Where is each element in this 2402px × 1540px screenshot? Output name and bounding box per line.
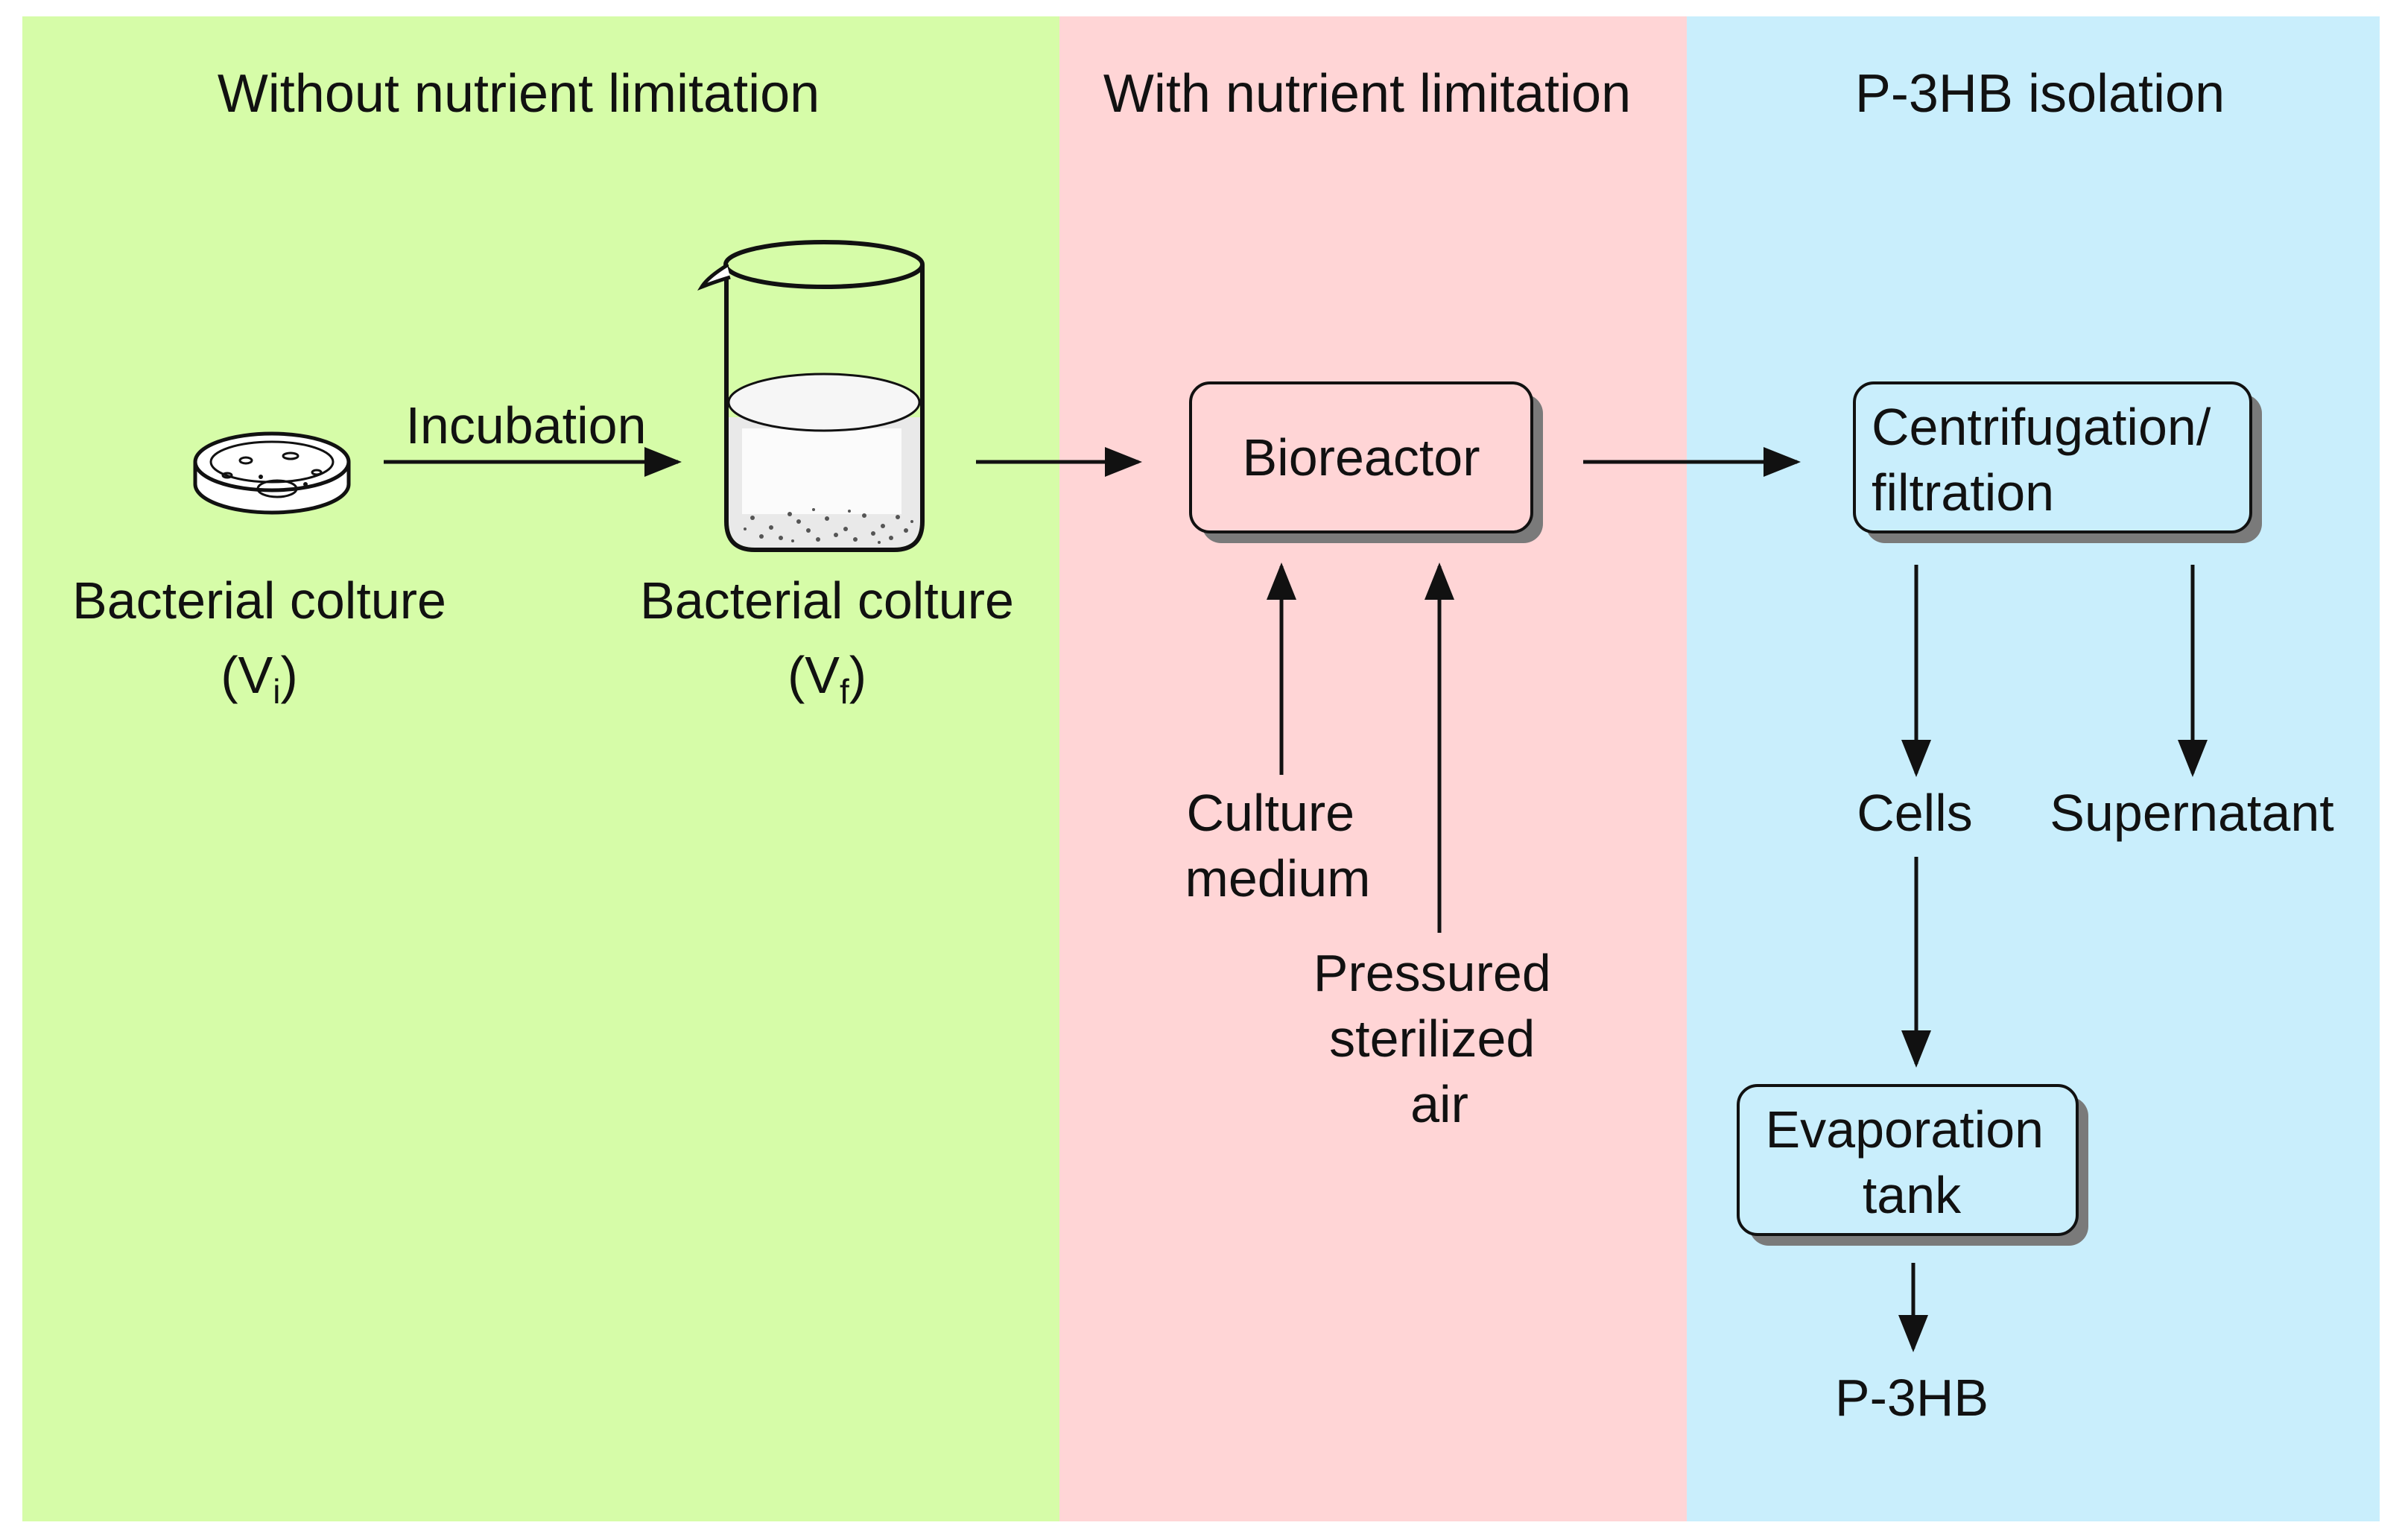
sterilized-air-label: Pressured sterilized air: [1314, 944, 1566, 1133]
petri-dish-icon: [193, 431, 351, 515]
centrifugation-label: Centrifugation/ filtration: [1872, 398, 2225, 522]
panel-with-limitation: [1059, 16, 1687, 1521]
cells-label: Cells: [1857, 784, 1973, 842]
evaporation-tank-box: Evaporation tank: [1737, 1084, 2088, 1246]
panel-title-middle: With nutrient limitation: [1103, 64, 1631, 124]
panel-isolation: [1687, 16, 2380, 1521]
centrifugation-box: Centrifugation/ filtration: [1853, 381, 2262, 543]
panel-title-left: Without nutrient limitation: [218, 64, 820, 124]
bioreactor-label: Bioreactor: [1242, 428, 1480, 487]
beaker-label: Bacterial colture: [640, 571, 1014, 630]
supernatant-label: Supernatant: [2050, 784, 2333, 842]
incubation-label: Incubation: [405, 396, 646, 454]
bioreactor-box: Bioreactor: [1189, 381, 1543, 543]
product-label: P-3HB: [1835, 1369, 1989, 1427]
panel-title-right: P-3HB isolation: [1855, 64, 2225, 124]
culture-medium-label: Culture medium: [1185, 784, 1371, 907]
evaporation-label: Evaporation tank: [1765, 1100, 2058, 1224]
beaker-icon: [697, 240, 925, 552]
panel-without-limitation: [22, 16, 1059, 1521]
petri-volume: (Vi): [221, 646, 298, 711]
beaker-volume: (Vf): [788, 646, 866, 711]
petri-label: Bacterial colture: [72, 571, 446, 630]
